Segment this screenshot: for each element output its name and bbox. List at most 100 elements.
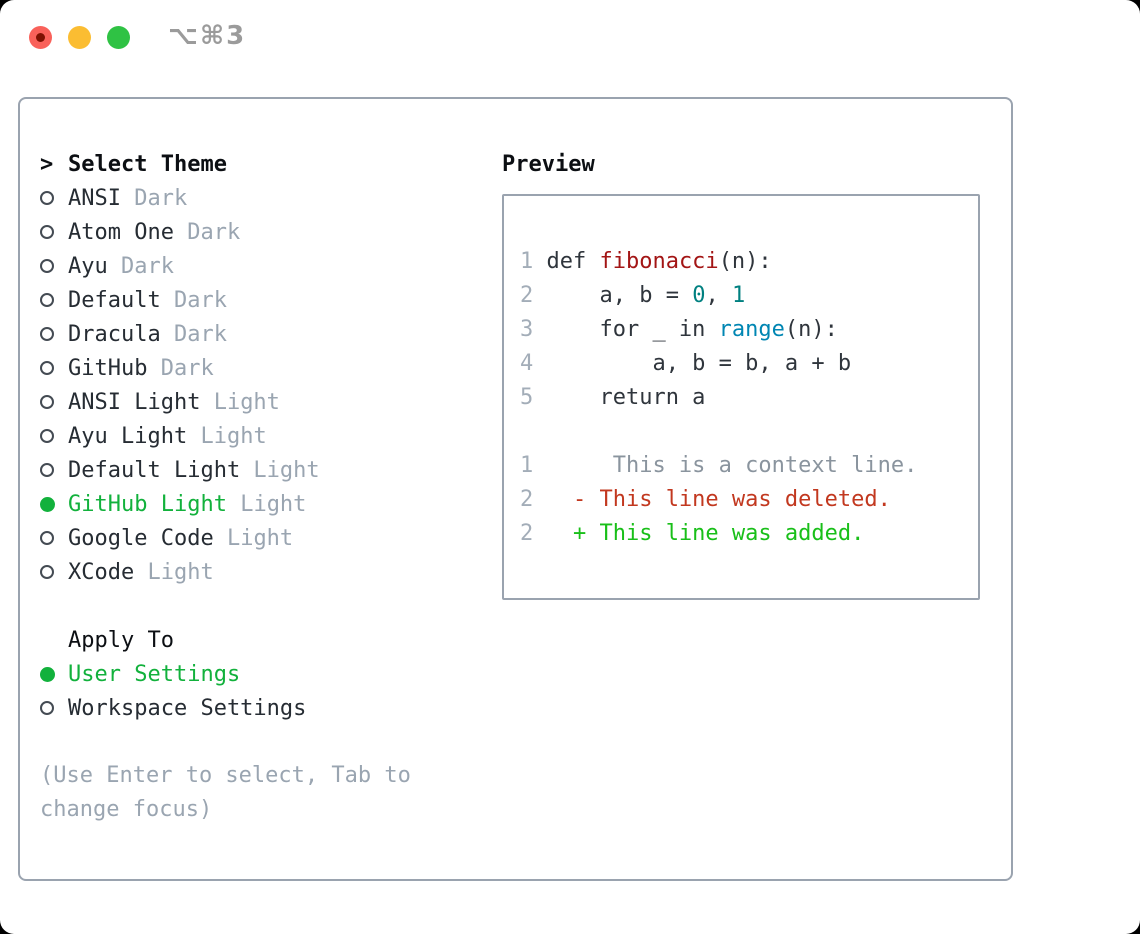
code-token-plain: a, b = xyxy=(546,282,693,308)
line-number: 1 xyxy=(520,452,534,478)
diff-text: + This line was added. xyxy=(546,520,865,546)
option-label: ANSI Light xyxy=(68,389,201,415)
radio-icon xyxy=(40,293,54,307)
diff-preview: 1 This is a context line.2 - This line w… xyxy=(520,448,978,550)
variant-label: Light xyxy=(200,389,280,415)
traffic-lights xyxy=(29,26,130,49)
blank-line xyxy=(520,414,978,448)
radio-icon xyxy=(40,395,54,409)
line-number: 2 xyxy=(520,486,534,512)
radio-selected-icon xyxy=(40,666,55,682)
code-token-plain: a, b = b, a + b xyxy=(546,350,852,376)
option-label: Default xyxy=(68,287,161,313)
diff-text: This is a context line. xyxy=(546,452,918,478)
code-token-plain: for _ in xyxy=(546,316,719,342)
preview-title: Preview xyxy=(502,151,595,177)
option-label: Ayu xyxy=(68,253,108,279)
line-number: 4 xyxy=(520,350,534,376)
preview-header: Preview xyxy=(502,147,1011,181)
variant-label: Dark xyxy=(120,185,188,211)
radio-icon xyxy=(40,531,54,545)
option-label: Workspace Settings xyxy=(68,695,307,721)
theme-option-default[interactable]: Default Dark xyxy=(40,283,502,317)
code-token-number: 0 xyxy=(692,282,706,308)
line-number: 2 xyxy=(520,520,534,546)
code-token-builtin: range xyxy=(718,316,785,342)
variant-label: Light xyxy=(240,457,320,483)
code-token-plain: , xyxy=(705,282,732,308)
option-label: User Settings xyxy=(68,661,241,687)
line-number: 2 xyxy=(520,282,534,308)
option-label: ANSI xyxy=(68,185,121,211)
select-theme-header: > Select Theme xyxy=(40,147,502,181)
code-token-plain: return a xyxy=(546,384,706,410)
theme-option-ansi[interactable]: ANSI Dark xyxy=(40,181,502,215)
gap xyxy=(40,589,502,623)
radio-selected-icon xyxy=(40,496,55,512)
code-token-plain: (n): xyxy=(784,316,838,342)
prompt-cursor-icon: > xyxy=(40,151,54,177)
variant-label: Dark xyxy=(107,253,174,279)
diff-line-context: 1 This is a context line. xyxy=(520,448,978,482)
theme-option-atom-one[interactable]: Atom One Dark xyxy=(40,215,502,249)
code-token-plain: (n): xyxy=(718,248,772,274)
theme-option-github-light[interactable]: GitHub Light Light xyxy=(40,487,502,521)
close-window-button[interactable] xyxy=(29,26,52,49)
option-label: Default Light xyxy=(68,457,241,483)
apply-option-workspace-settings[interactable]: Workspace Settings xyxy=(40,691,502,725)
code-line: 4 a, b = b, a + b xyxy=(520,346,978,380)
option-label: Ayu Light xyxy=(68,423,188,449)
theme-option-ansi-light[interactable]: ANSI Light Light xyxy=(40,385,502,419)
code-token-func: fibonacci xyxy=(599,248,719,274)
apply-to-title: Apply To xyxy=(68,627,174,653)
line-number: 5 xyxy=(520,384,534,410)
radio-icon xyxy=(40,701,54,715)
code-token-number: 1 xyxy=(731,282,746,308)
radio-icon xyxy=(40,463,54,477)
radio-icon xyxy=(40,327,54,341)
radio-icon xyxy=(40,361,54,375)
variant-label: Light xyxy=(187,423,267,449)
diff-line-added: 2 + This line was added. xyxy=(520,516,978,550)
radio-icon xyxy=(40,565,54,579)
option-label: Dracula xyxy=(68,321,161,347)
diff-line-deleted: 2 - This line was deleted. xyxy=(520,482,978,516)
variant-label: Dark xyxy=(160,287,227,313)
theme-option-ayu[interactable]: Ayu Dark xyxy=(40,249,502,283)
theme-option-google-code[interactable]: Google Code Light xyxy=(40,521,502,555)
theme-option-ayu-light[interactable]: Ayu Light Light xyxy=(40,419,502,453)
keyboard-hint: (Use Enter to select, Tab to change focu… xyxy=(40,763,411,822)
apply-option-user-settings[interactable]: User Settings xyxy=(40,657,502,691)
theme-option-default-light[interactable]: Default Light Light xyxy=(40,453,502,487)
theme-option-dracula[interactable]: Dracula Dark xyxy=(40,317,502,351)
option-label: GitHub Light xyxy=(68,491,227,517)
variant-label: Light xyxy=(213,525,294,551)
variant-label: Light xyxy=(134,559,214,585)
theme-option-xcode[interactable]: XCode Light xyxy=(40,555,502,589)
variant-label: Dark xyxy=(147,355,214,381)
diff-text: - This line was deleted. xyxy=(546,486,891,512)
minimize-window-button[interactable] xyxy=(68,26,91,49)
code-line: 2 a, b = 0, 1 xyxy=(520,278,978,312)
zoom-window-button[interactable] xyxy=(107,26,130,49)
radio-icon xyxy=(40,225,54,239)
option-label: GitHub xyxy=(68,355,148,381)
variant-label: Dark xyxy=(160,321,227,347)
code-line: 5 return a xyxy=(520,380,978,414)
theme-option-github[interactable]: GitHub Dark xyxy=(40,351,502,385)
keyboard-shortcut-label: ⌥⌘3 xyxy=(168,21,247,51)
radio-icon xyxy=(40,259,54,273)
radio-icon xyxy=(40,191,54,205)
variant-label: Dark xyxy=(173,219,241,245)
select-theme-title: Select Theme xyxy=(68,151,227,177)
variant-label: Light xyxy=(226,491,307,517)
